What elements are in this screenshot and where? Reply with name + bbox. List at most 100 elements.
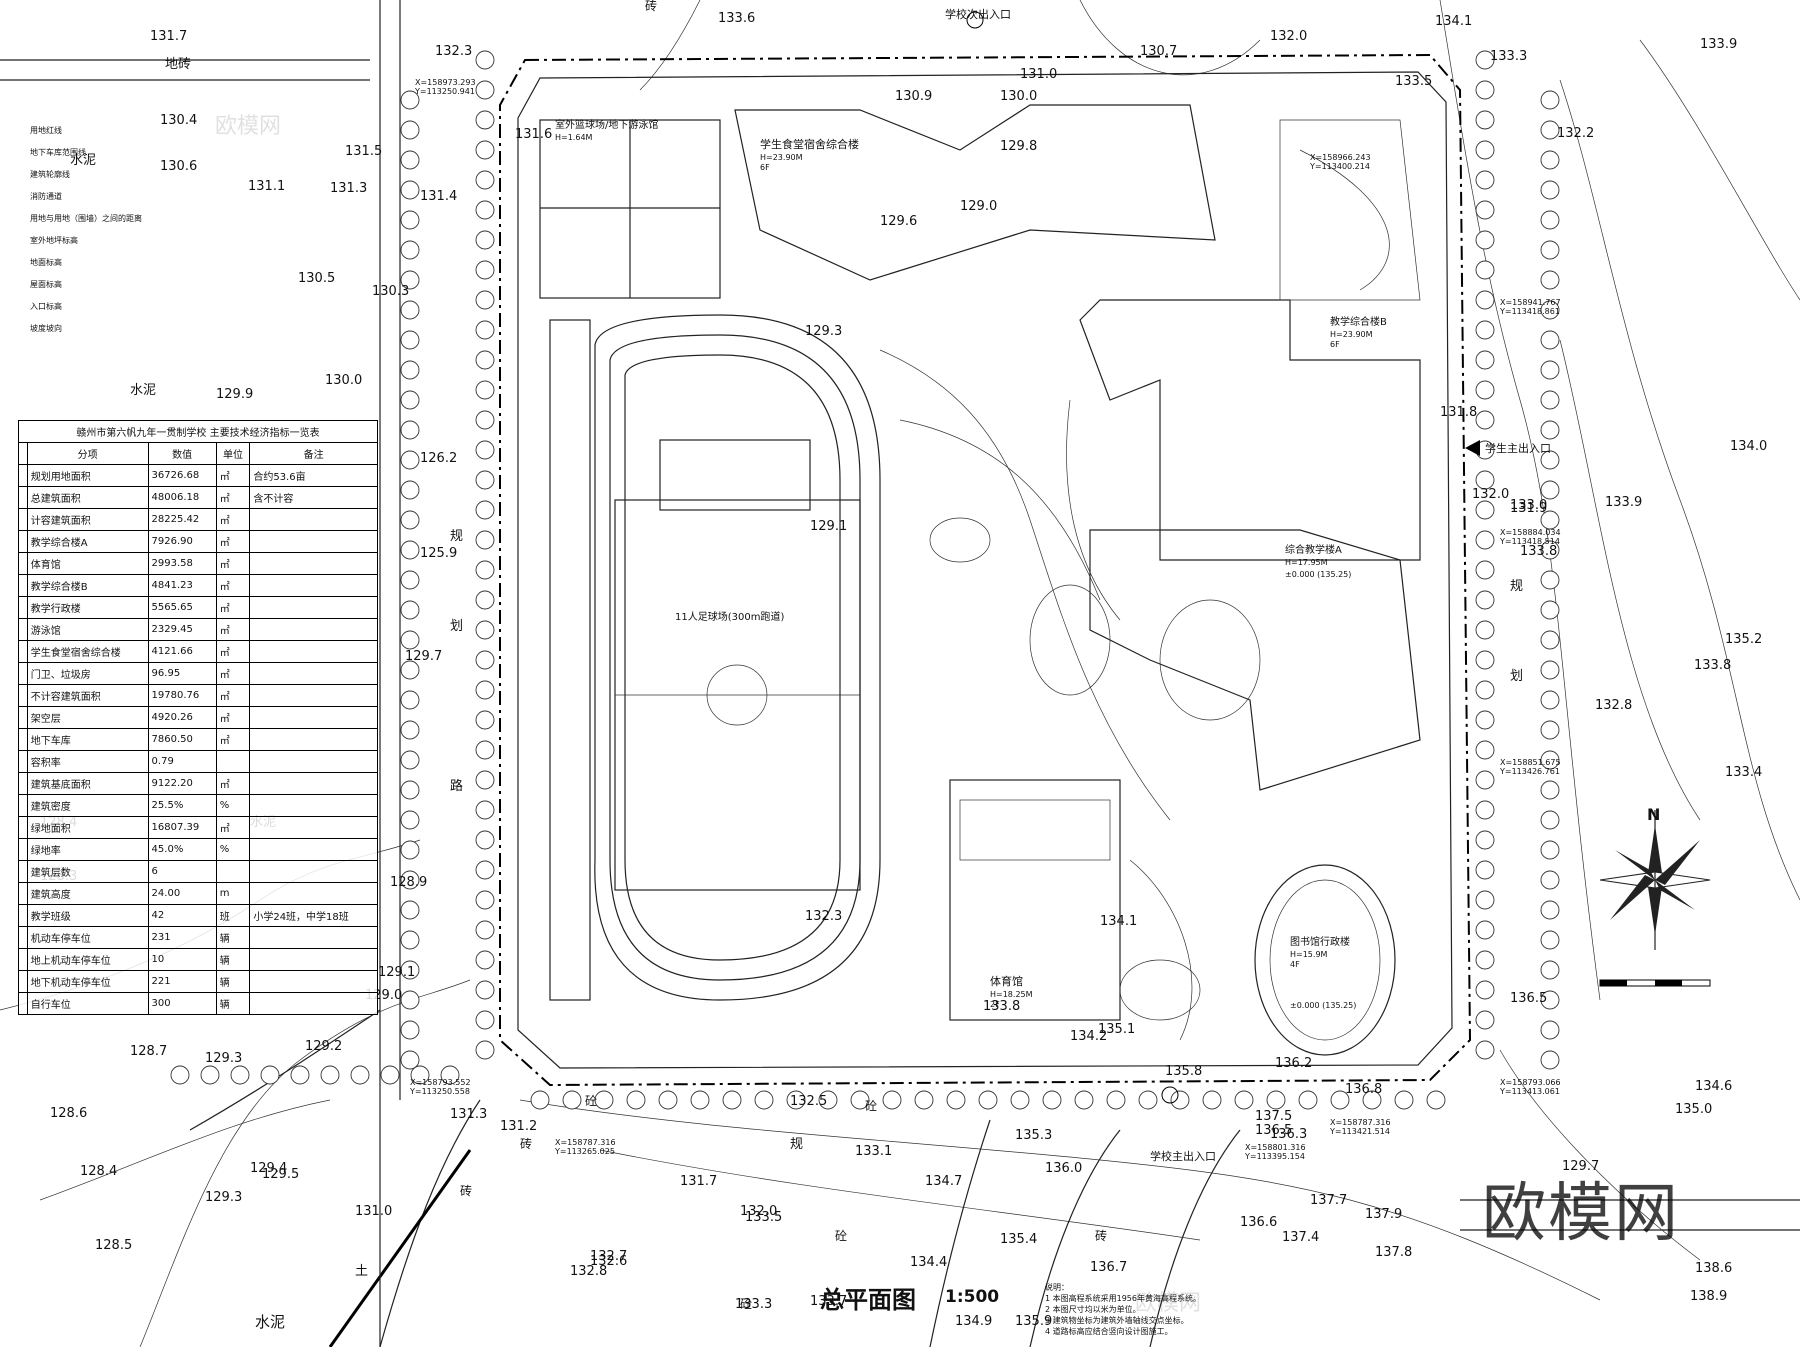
tree-icon xyxy=(1540,990,1560,1010)
table-cell: 24.00 xyxy=(147,882,217,905)
tree-icon xyxy=(475,740,495,760)
table-cell: 地下机动车停车位 xyxy=(26,970,149,993)
tree-icon xyxy=(1540,600,1560,620)
elevation-label: 134.1 xyxy=(1435,14,1472,29)
tree-icon xyxy=(1475,560,1495,580)
table-cell: ㎡ xyxy=(215,706,251,729)
row-index xyxy=(18,552,28,575)
tree-icon xyxy=(1475,950,1495,970)
elevation-label: 135.8 xyxy=(1165,1064,1202,1079)
brick-label-2: 砖 xyxy=(520,1136,532,1151)
dorm-height: H=23.90M xyxy=(760,153,803,162)
table-cell: 9122.20 xyxy=(147,772,217,795)
library-label: 图书馆行政楼 xyxy=(1290,935,1350,948)
tree-icon xyxy=(1475,140,1495,160)
table-cell: ㎡ xyxy=(215,574,251,597)
coordinate-label: Y=113265.025 xyxy=(554,1147,615,1156)
tree-icon xyxy=(400,1020,420,1040)
row-index xyxy=(18,948,28,971)
tree-icon xyxy=(475,950,495,970)
tree-icon xyxy=(400,960,420,980)
row-index xyxy=(18,970,28,993)
table-cell xyxy=(249,948,378,971)
table-cell: 0.79 xyxy=(147,750,217,773)
row-index xyxy=(18,508,28,531)
brick-label-4: 砖 xyxy=(1095,1228,1107,1243)
court-label: 室外篮球场/地下游泳馆 xyxy=(555,118,658,131)
planned-label-3: 规 xyxy=(790,1137,803,1152)
table-cell: 28225.42 xyxy=(147,508,217,531)
tree-icon xyxy=(475,1040,495,1060)
tree-icon xyxy=(1475,830,1495,850)
table-cell: ㎡ xyxy=(215,596,251,619)
coordinate-label: X=158801.316 xyxy=(1245,1143,1306,1152)
row-index xyxy=(18,838,28,861)
elevation-label: 137.5 xyxy=(1255,1109,1292,1124)
table-cell: 不计容建筑面积 xyxy=(26,684,149,707)
tree-icon xyxy=(400,270,420,290)
tree-icon xyxy=(400,750,420,770)
elevation-label: 133.9 xyxy=(1605,495,1642,510)
faint-watermark: 欧模网 xyxy=(1135,1291,1202,1316)
tree-icon xyxy=(1475,1040,1495,1060)
tree-icon xyxy=(594,1090,614,1110)
elevation-label: 133.5 xyxy=(745,1210,782,1225)
table-cell: 建筑基底面积 xyxy=(26,772,149,795)
elevation-label: 129.3 xyxy=(205,1051,242,1066)
tree-icon xyxy=(1540,1050,1560,1070)
table-cell: 10 xyxy=(147,948,217,971)
table-cell: ㎡ xyxy=(215,464,251,487)
tree-icon xyxy=(400,450,420,470)
legend-item: 地面标高 xyxy=(30,258,62,267)
table-cell xyxy=(249,926,378,949)
elevation-label: 133.4 xyxy=(1725,765,1762,780)
tree-icon xyxy=(1475,710,1495,730)
planned-label-2: 规 xyxy=(1510,579,1523,594)
tree-icon xyxy=(1202,1090,1222,1110)
table-cell: ㎡ xyxy=(215,684,251,707)
elevation-label: 133.5 xyxy=(1395,74,1432,89)
tree-icon xyxy=(1475,50,1495,70)
library-height: H=15.9M xyxy=(1290,950,1328,959)
drawing-notes: 说明：1 本图高程系统采用1956年黄海高程系统。2 本图尺寸均以米为单位。3 … xyxy=(1045,1282,1201,1337)
tree-icon xyxy=(400,210,420,230)
elevation-labels: 131.7132.3133.6130.7132.0134.1133.3133.9… xyxy=(40,11,1767,1329)
table-cell xyxy=(249,684,378,707)
teach-b-floors: 6F xyxy=(1330,340,1340,349)
coordinate-label: X=158884.034 xyxy=(1500,528,1561,537)
running-track xyxy=(549,314,881,1001)
tree-icon xyxy=(1540,1020,1560,1040)
table-cell: ㎡ xyxy=(215,486,251,509)
tree-icon xyxy=(475,620,495,640)
row-index xyxy=(18,618,28,641)
table-cell: 6 xyxy=(147,860,217,883)
tree-icon xyxy=(475,410,495,430)
tree-icon xyxy=(475,290,495,310)
elevation-label: 133.3 xyxy=(735,1297,772,1312)
tree-icon xyxy=(475,170,495,190)
entrance-main-label: 学校主出入口 xyxy=(1150,1149,1216,1163)
tree-icon xyxy=(475,650,495,670)
table-cell: 绿地率 xyxy=(26,838,149,861)
elevation-label: 132.2 xyxy=(1557,126,1594,141)
coordinate-label: X=158787.316 xyxy=(1330,1118,1391,1127)
brick-label-3: 砖 xyxy=(460,1183,472,1198)
elevation-label: 132.3 xyxy=(435,44,472,59)
cement-label-2: 砼 xyxy=(865,1099,877,1113)
elevation-label: 129.1 xyxy=(810,519,847,534)
table-cell: ㎡ xyxy=(215,530,251,553)
table-cell: 300 xyxy=(147,992,217,1015)
table-cell: ㎡ xyxy=(215,508,251,531)
elevation-label: 132.8 xyxy=(1595,698,1632,713)
table-cell xyxy=(249,662,378,685)
elevation-label: 134.4 xyxy=(910,1255,947,1270)
tree-icon xyxy=(1138,1090,1158,1110)
tree-icon xyxy=(1540,720,1560,740)
elevation-label: 129.7 xyxy=(1562,1159,1599,1174)
